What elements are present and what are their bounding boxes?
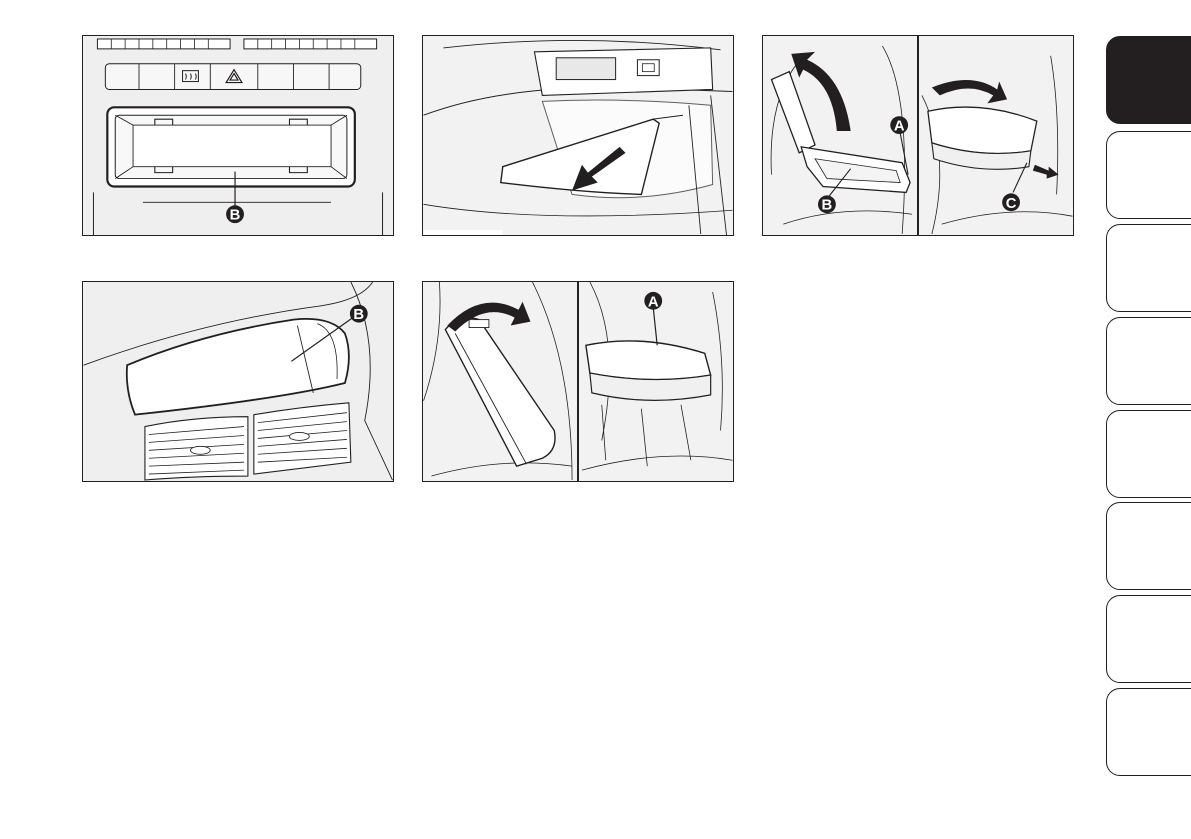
chapter-tab-5[interactable]: [1106, 410, 1191, 498]
air-vent-left: [145, 417, 248, 480]
chapter-tab-7[interactable]: [1106, 595, 1191, 683]
callout-b-label: B: [822, 198, 833, 214]
figure-dashboard-compartment-illustration: B: [83, 36, 393, 235]
air-vent-right: [254, 403, 351, 474]
chapter-tab-2[interactable]: [1106, 131, 1191, 219]
callout-a-label: A: [648, 294, 659, 310]
figure-passenger-compartment-illustration: B: [83, 282, 393, 481]
chapter-tab-6[interactable]: [1106, 502, 1191, 590]
figure-armrest-compartment: A B C: [762, 35, 1074, 236]
chapter-tab-8[interactable]: [1106, 688, 1191, 776]
figure-passenger-compartment: B: [82, 281, 394, 482]
figure-front-armrest-illustration: A: [423, 282, 733, 481]
callout-b-label: B: [230, 208, 241, 224]
chapter-tab-3[interactable]: [1106, 224, 1191, 312]
callout-b-label: B: [353, 307, 364, 323]
figure-armrest-compartment-illustration: A B C: [763, 36, 1073, 235]
figure-door-pocket-illustration: [423, 36, 733, 235]
chapter-tab-4[interactable]: [1106, 317, 1191, 405]
figure-dashboard-compartment: B: [82, 35, 394, 236]
figure-door-pocket: [422, 35, 734, 236]
callout-c-label: C: [1006, 196, 1017, 212]
figure-front-armrest: A: [422, 281, 734, 482]
chapter-tab-1[interactable]: [1106, 36, 1191, 124]
callout-a-label: A: [894, 119, 905, 135]
